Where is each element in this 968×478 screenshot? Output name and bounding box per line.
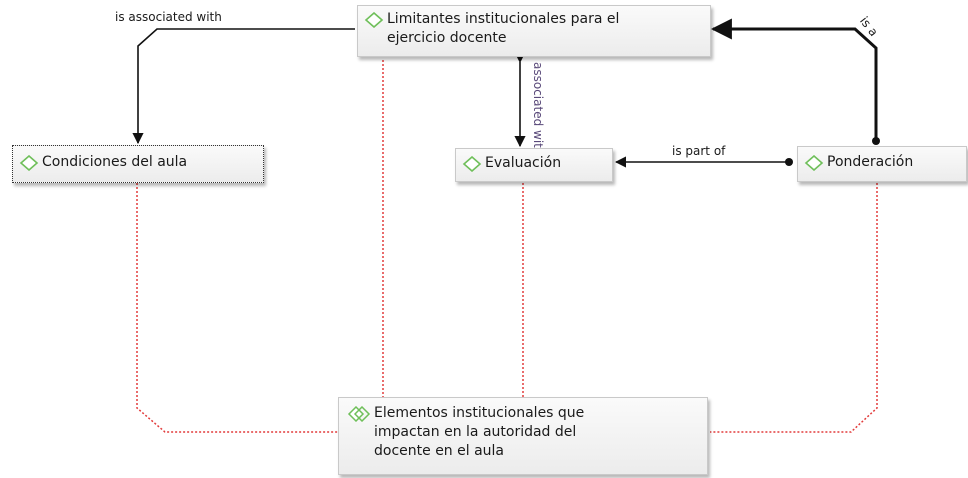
node-condiciones[interactable]: Condiciones del aula xyxy=(12,145,264,183)
group-links xyxy=(136,60,878,433)
node-elementos[interactable]: Elementos institucionales que impactan e… xyxy=(338,397,708,475)
node-ponderacion[interactable]: Ponderación xyxy=(797,146,967,182)
group-link-ponderacion xyxy=(710,183,878,433)
node-label: Evaluación xyxy=(485,155,562,171)
node-label: Ponderación xyxy=(827,154,914,170)
node-label: Elementos institucionales que impactan e… xyxy=(374,405,585,459)
node-label: Limitantes institucionales para el ejerc… xyxy=(387,11,620,46)
edge-ponderacion-limitantes xyxy=(710,18,878,140)
group-link-condiciones xyxy=(136,183,338,433)
edge-label-associated-with: associated with xyxy=(531,62,545,156)
edge-label-is-part-of: is part of xyxy=(672,144,726,158)
edge-limitantes-condiciones xyxy=(132,28,355,145)
diamond-code-icon xyxy=(364,12,384,28)
node-evaluacion[interactable]: Evaluación xyxy=(455,148,613,182)
relation-edges xyxy=(132,18,878,168)
node-limitantes[interactable]: Limitantes institucionales para el ejerc… xyxy=(357,5,711,57)
edge-origin-dot-is-a xyxy=(872,137,880,145)
edge-label-is-associated-with: is associated with xyxy=(115,10,222,24)
node-label: Condiciones del aula xyxy=(42,154,188,170)
edge-origin-dot-part-of xyxy=(785,158,793,166)
double-diamond-group-icon xyxy=(347,406,371,422)
diamond-code-icon xyxy=(462,156,482,172)
diamond-code-icon xyxy=(804,155,824,171)
diamond-code-icon xyxy=(19,155,39,171)
